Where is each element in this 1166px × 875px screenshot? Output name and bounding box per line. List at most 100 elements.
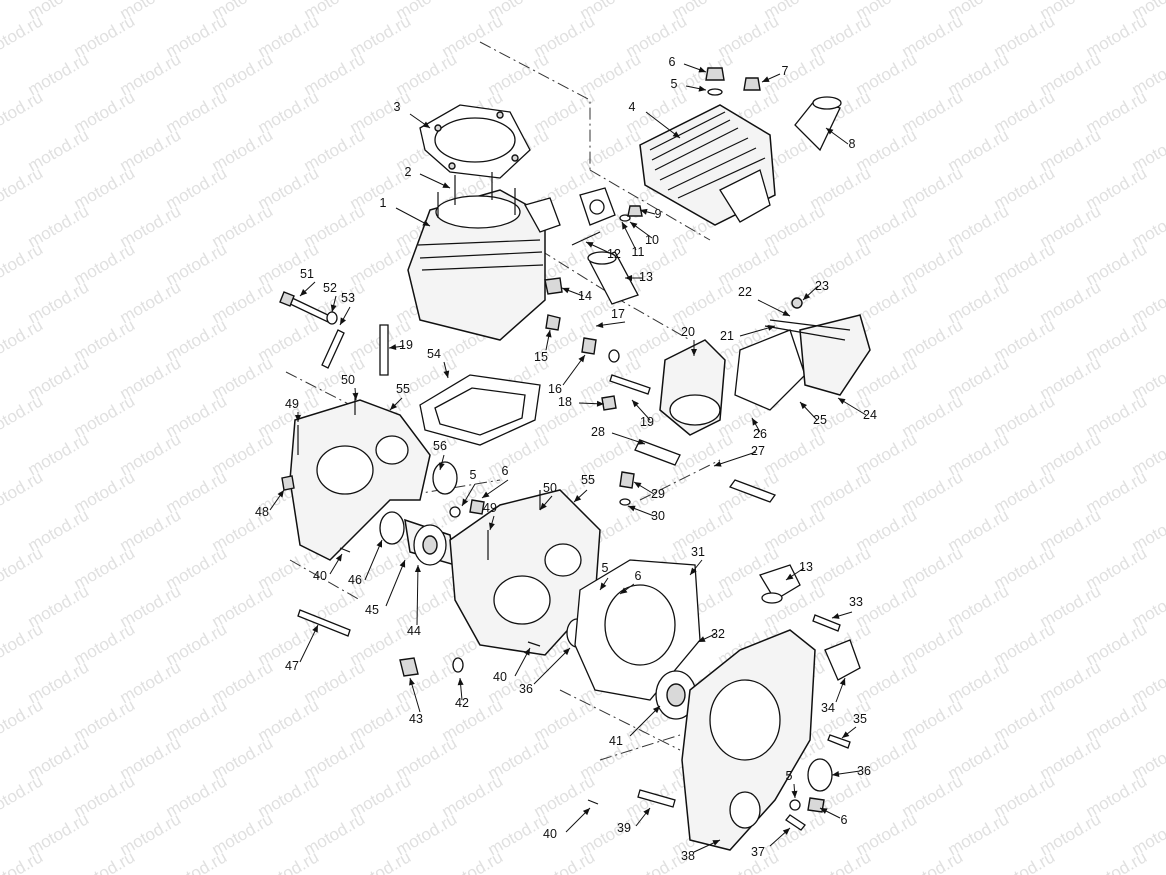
callout-number: 33 bbox=[849, 595, 863, 609]
watermark-text: motod.ru bbox=[347, 847, 415, 875]
bearing-41 bbox=[655, 670, 697, 720]
callout-number: 31 bbox=[691, 545, 705, 559]
leader-arrow bbox=[596, 400, 604, 407]
callout-number: 56 bbox=[433, 439, 447, 453]
watermark-text: motod.ru bbox=[899, 847, 967, 875]
callout-number: 10 bbox=[645, 233, 659, 247]
watermark-text: motod.ru bbox=[0, 391, 46, 441]
watermark-text: motod.ru bbox=[439, 847, 507, 875]
callout-number: 3 bbox=[394, 100, 401, 114]
callout-number: 41 bbox=[609, 734, 623, 748]
callout-number: 36 bbox=[519, 682, 533, 696]
leader-arrow bbox=[698, 636, 706, 642]
callout-number: 30 bbox=[651, 509, 665, 523]
crankshaft-assembly bbox=[379, 461, 458, 567]
leader-arrow bbox=[634, 482, 642, 489]
callout-number: 46 bbox=[348, 573, 362, 587]
callout-number: 5 bbox=[671, 77, 678, 91]
leader-arrow bbox=[390, 402, 398, 410]
leader-line bbox=[416, 564, 419, 626]
leader-arrow bbox=[586, 242, 594, 248]
leader-arrow bbox=[562, 287, 570, 294]
leader-arrow bbox=[643, 808, 650, 816]
watermark-text: motod.ru bbox=[715, 847, 783, 875]
callout-number: 53 bbox=[341, 291, 355, 305]
leader-arrow bbox=[622, 222, 628, 230]
reed-valve-assembly bbox=[659, 297, 871, 436]
callout-number: 4 bbox=[629, 100, 636, 114]
right-crankcase-half bbox=[449, 489, 601, 656]
callout-number: 43 bbox=[409, 712, 423, 726]
callout-number: 15 bbox=[534, 350, 548, 364]
callout-number: 50 bbox=[543, 481, 557, 495]
watermark-text: motod.ru bbox=[0, 87, 46, 137]
callout-number: 20 bbox=[681, 325, 695, 339]
leader-arrow bbox=[842, 731, 850, 738]
leader-arrow bbox=[832, 771, 840, 777]
callout-number: 55 bbox=[396, 382, 410, 396]
callout-number: 2 bbox=[405, 165, 412, 179]
leader-arrow bbox=[335, 554, 342, 562]
leader-arrow bbox=[330, 304, 337, 312]
callout-number: 29 bbox=[651, 487, 665, 501]
cover-hardware bbox=[637, 564, 861, 831]
leader-arrow bbox=[762, 76, 770, 82]
callout-number: 36 bbox=[857, 764, 871, 778]
watermark-text: motod.ru bbox=[0, 11, 46, 61]
callout-number: 35 bbox=[853, 712, 867, 726]
leader-arrow bbox=[574, 495, 582, 502]
exhaust-manifold bbox=[544, 251, 639, 305]
watermark-text: motod.ru bbox=[0, 315, 46, 365]
callout-number: 17 bbox=[611, 307, 625, 321]
watermark-text: motod.ru bbox=[163, 847, 231, 875]
leader-arrow bbox=[839, 678, 846, 686]
leader-arrow bbox=[714, 460, 722, 467]
leader-arrow bbox=[409, 678, 415, 686]
leader-arrow bbox=[578, 355, 585, 363]
leader-arrow bbox=[524, 648, 530, 656]
reed-hardware bbox=[545, 314, 777, 503]
watermark-text: motod.ru bbox=[0, 771, 46, 821]
callout-number: 49 bbox=[483, 501, 497, 515]
watermark-text: motod.ru bbox=[0, 163, 46, 213]
callout-number: 40 bbox=[313, 569, 327, 583]
leader-line bbox=[713, 451, 757, 467]
callout-number: 47 bbox=[285, 659, 299, 673]
watermark-text: motod.ru bbox=[991, 847, 1059, 875]
callout-number: 49 bbox=[285, 397, 299, 411]
callout-number: 7 bbox=[782, 64, 789, 78]
intake-boot bbox=[794, 96, 842, 152]
leader-arrow bbox=[767, 325, 775, 331]
engine-side-cover bbox=[681, 629, 816, 851]
callout-number: 13 bbox=[799, 560, 813, 574]
watermark-text: motod.ru bbox=[623, 847, 691, 875]
leader-arrow bbox=[800, 402, 807, 410]
leader-arrow bbox=[691, 349, 697, 356]
stud-19 bbox=[379, 324, 389, 376]
leader-arrow bbox=[712, 840, 720, 846]
leader-arrow bbox=[277, 490, 284, 498]
callout-number: 40 bbox=[493, 670, 507, 684]
leader-arrow bbox=[340, 317, 347, 325]
callout-number: 18 bbox=[558, 395, 572, 409]
callout-number: 45 bbox=[365, 603, 379, 617]
leader-arrow bbox=[630, 222, 638, 229]
leader-arrow bbox=[838, 398, 846, 405]
leader-arrow bbox=[628, 505, 636, 512]
leader-arrow bbox=[443, 370, 450, 378]
leader-line bbox=[533, 647, 571, 685]
watermark-text: motod.ru bbox=[1083, 847, 1151, 875]
leader-arrow bbox=[600, 582, 607, 590]
leader-arrow bbox=[637, 438, 645, 445]
head-gasket bbox=[419, 104, 531, 179]
callout-number: 5 bbox=[470, 468, 477, 482]
callout-number: 50 bbox=[341, 373, 355, 387]
leader-line bbox=[629, 705, 661, 737]
leader-arrow bbox=[414, 565, 421, 573]
callout-number: 11 bbox=[632, 245, 645, 259]
leader-arrow bbox=[295, 415, 301, 422]
lower-hardware bbox=[281, 475, 599, 805]
leader-arrow bbox=[438, 462, 445, 470]
leader-arrow bbox=[376, 540, 383, 548]
